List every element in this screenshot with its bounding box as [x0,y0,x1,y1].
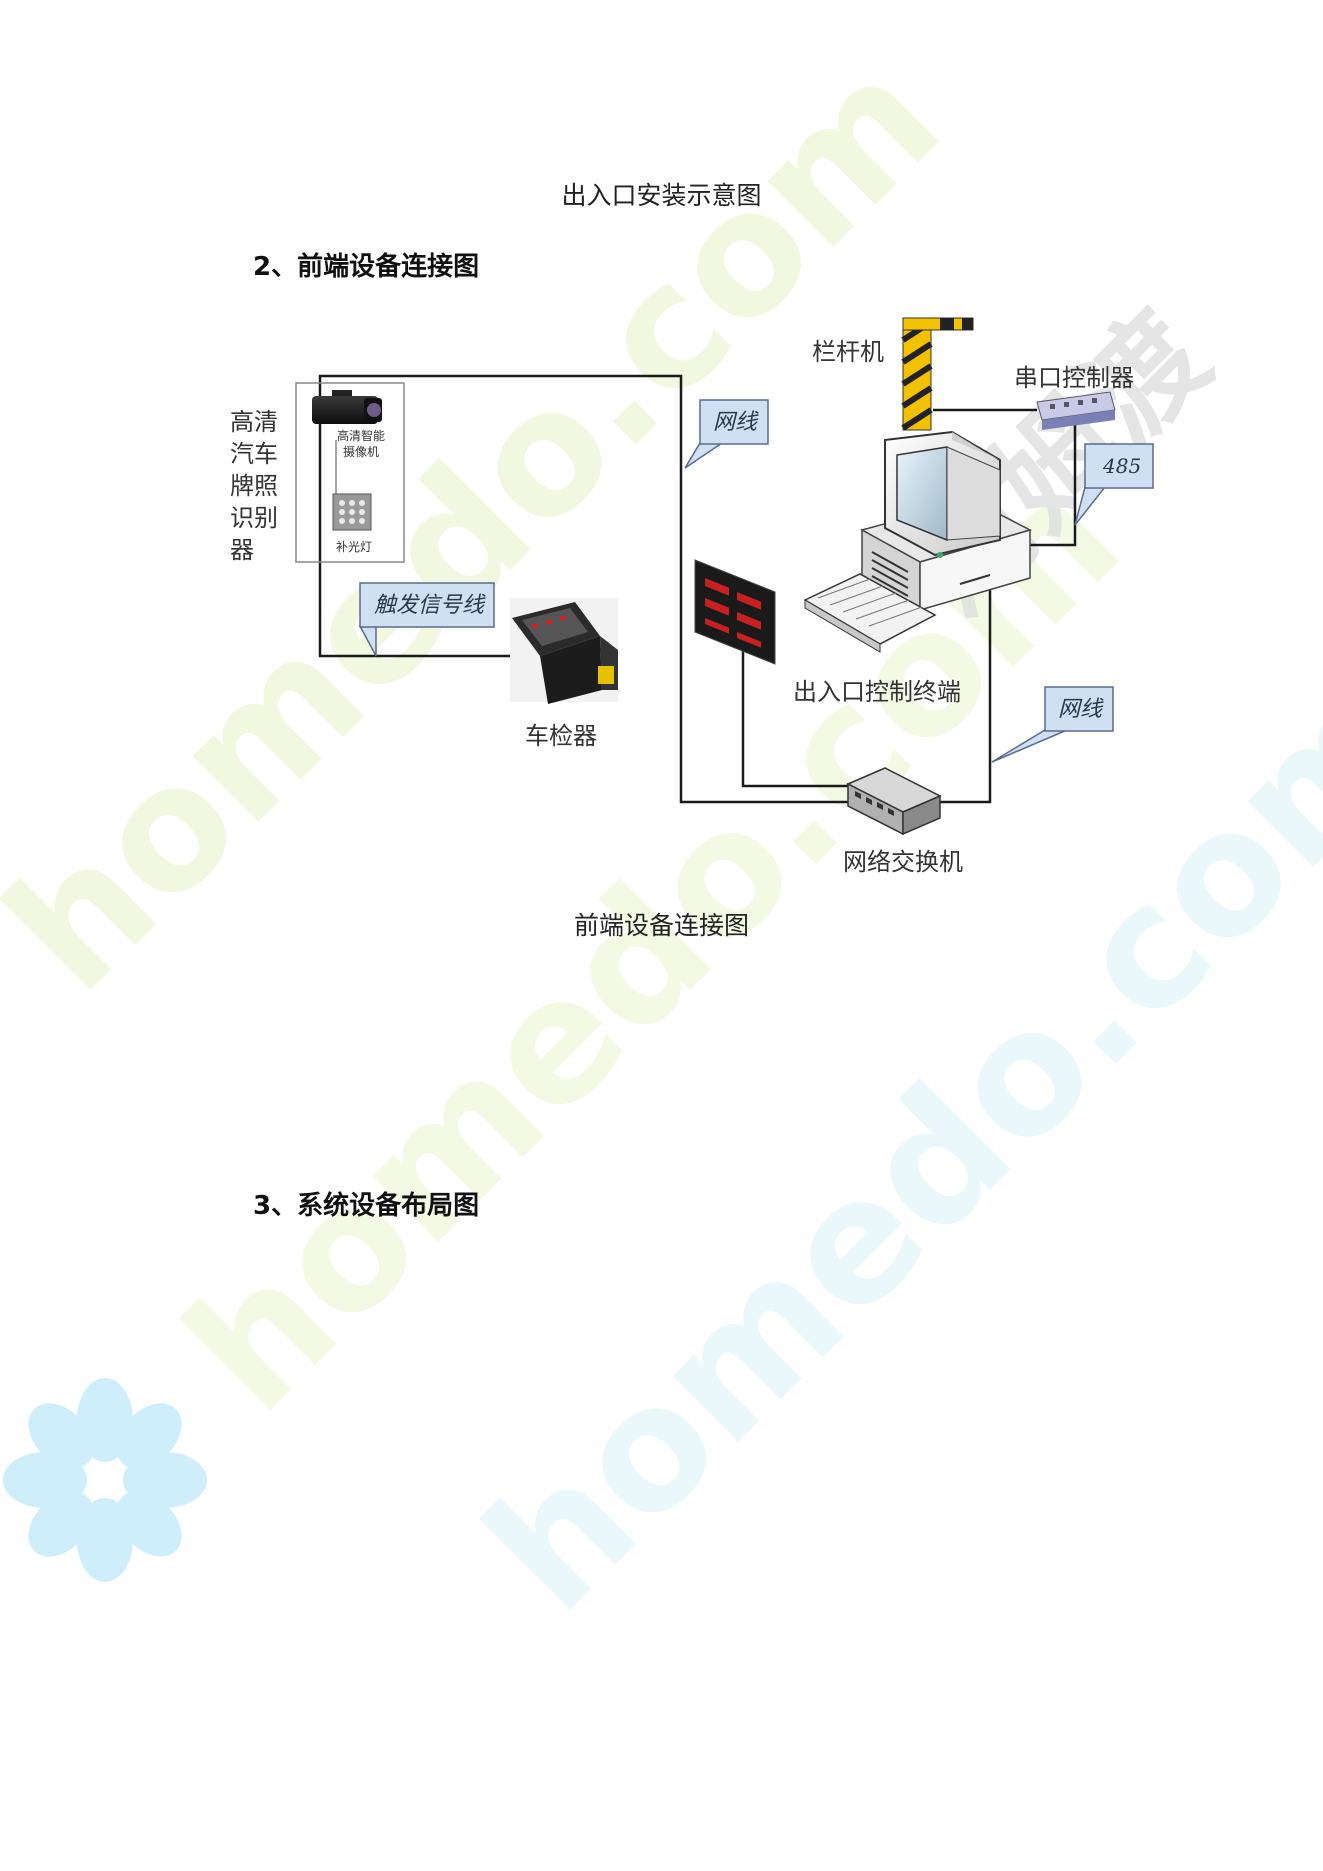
lpr-label-line: 牌照 [230,472,278,500]
lpr-label-line: 识别 [230,504,278,532]
lpr-label-line: 器 [230,536,254,564]
terminal-label: 出入口控制终端 [793,678,961,706]
camera-network-line [318,374,848,804]
led-display-icon [694,559,776,665]
hd-camera-icon [312,390,382,424]
fill-light-icon [332,493,372,531]
heading-frontend-connection: 2、前端设备连接图 [253,252,480,282]
display-network-line [741,640,848,788]
barrier-gate-icon [901,317,974,431]
camera-label: 摄像机 [343,444,379,459]
network-callout-2: 网线 [991,686,1114,763]
caption-installation: 出入口安装示意图 [561,181,762,210]
trigger-callout-text: 触发信号线 [374,593,486,618]
network-callout-text: 网线 [1058,697,1104,722]
network-switch-icon [846,767,942,836]
serial-controller-icon [1036,391,1116,430]
lpr-label: 高清 汽车 牌照 识别 器 [230,408,278,564]
rs485-line [1030,425,1077,547]
network-callout-text: 网线 [713,410,759,435]
lpr-group-frame [295,382,405,563]
rs485-callout-text: 485 [1102,454,1141,478]
trigger-callout: 触发信号线 [358,582,495,657]
barrier-label: 栏杆机 [812,338,884,366]
rs485-callout: 485 [1074,443,1154,526]
caption-frontend-connection: 前端设备连接图 [573,911,749,940]
camera-label: 高清智能 [337,428,385,443]
fill-light-label: 补光灯 [336,540,372,554]
vehicle-detector-icon [510,598,618,704]
switch-label: 网络交换机 [843,848,963,876]
computer-terminal-icon [803,430,1033,653]
lpr-label-line: 高清 [230,408,278,436]
vehicle-detector-label: 车检器 [525,722,597,750]
trigger-signal-line [318,410,535,658]
network-callout-1: 网线 [684,399,769,469]
lpr-label-line: 汽车 [230,440,278,468]
serial-controller-label: 串口控制器 [1014,364,1134,392]
heading-system-layout: 3、系统设备布局图 [253,1191,480,1221]
